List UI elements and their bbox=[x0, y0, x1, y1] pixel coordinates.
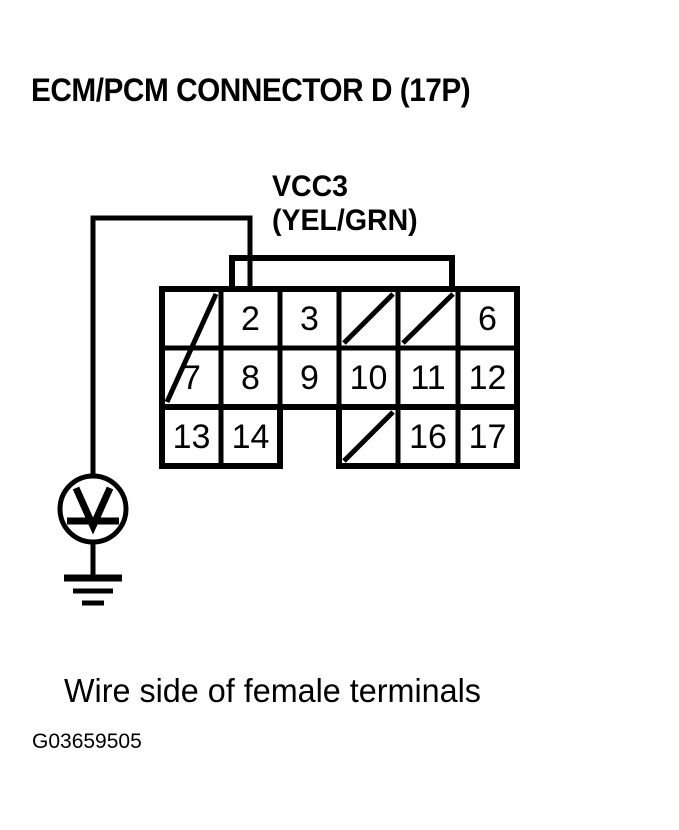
wire-color-label: (YEL/GRN) bbox=[272, 203, 418, 237]
blocked-cavity-15 bbox=[342, 410, 395, 463]
blocked-cavity-4 bbox=[342, 292, 395, 345]
pin-label-8: 8 bbox=[241, 359, 260, 397]
pin-label-9: 9 bbox=[300, 359, 319, 397]
ground-symbol bbox=[64, 574, 122, 606]
pin-label-12: 12 bbox=[468, 359, 507, 397]
pin-label-6: 6 bbox=[478, 300, 497, 338]
pin-label-13: 13 bbox=[172, 418, 211, 456]
pin-label-3: 3 bbox=[300, 300, 319, 338]
test-lead-wire bbox=[90, 215, 253, 476]
blocked-cavity-1 bbox=[164, 292, 219, 404]
diagram-caption: Wire side of female terminals bbox=[64, 672, 481, 709]
blocked-cavity-marks bbox=[164, 292, 455, 463]
pin-label-17: 17 bbox=[468, 418, 507, 456]
voltmeter-symbol bbox=[57, 473, 129, 577]
connector-grid-lines bbox=[162, 289, 517, 466]
connector-latch-tab bbox=[229, 255, 455, 294]
pin-label-2: 2 bbox=[241, 300, 260, 338]
blocked-cavity-5 bbox=[401, 292, 455, 345]
signal-name-label: VCC3 bbox=[272, 170, 349, 203]
pin-label-10: 10 bbox=[349, 359, 388, 397]
page-title: ECM/PCM CONNECTOR D (17P) bbox=[31, 72, 471, 108]
wire-label: VCC3 (YEL/GRN) bbox=[272, 170, 418, 237]
pin-label-14: 14 bbox=[231, 418, 270, 456]
pin-label-11: 11 bbox=[410, 359, 446, 397]
pin-label-7: 7 bbox=[182, 359, 201, 397]
figure-id-label: G03659505 bbox=[32, 730, 142, 753]
pin-label-16: 16 bbox=[409, 418, 447, 456]
